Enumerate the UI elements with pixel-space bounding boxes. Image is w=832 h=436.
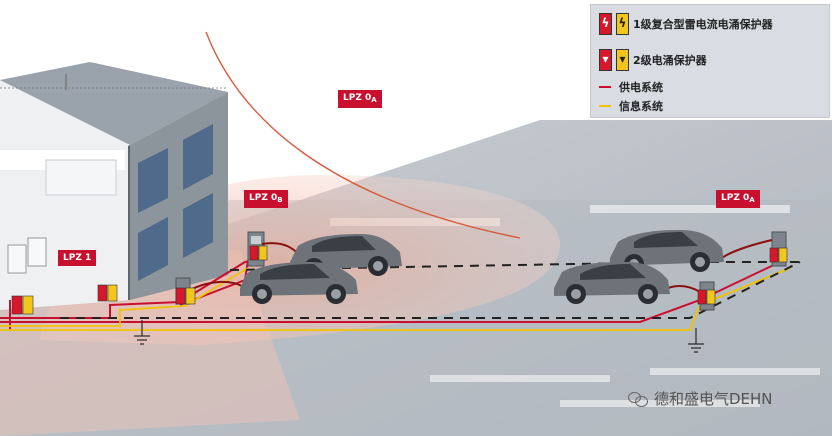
lpz-0a-label-top: LPZ 0A: [338, 90, 382, 108]
lpz-sub: B: [277, 196, 283, 204]
earth-symbol: [134, 320, 150, 345]
lpz-0b-label: LPZ 0B: [244, 190, 288, 208]
lightning-spd-icon: ϟ: [616, 13, 629, 35]
spd-pair: [249, 245, 268, 261]
legend-item-type2-spd: ▾ ▾ 2级电涌保护器: [599, 49, 707, 71]
lpz-0a-label-right: LPZ 0A: [716, 190, 760, 208]
spd-pair: [175, 287, 196, 305]
building: [0, 62, 228, 310]
legend-label: 供电系统: [619, 81, 663, 94]
earth-symbol: [688, 328, 704, 353]
overhead-wire: [205, 31, 521, 239]
legend-item-info: 信息系统: [599, 98, 663, 114]
watermark-text: 德和盛电气DEHN: [654, 390, 773, 408]
lpz-name: LPZ 0: [249, 193, 278, 203]
lpz-name: LPZ 0: [343, 93, 372, 103]
legend-item-power: 供电系统: [599, 79, 663, 95]
legend: ϟ ϟ 1级复合型雷电流电涌保护器 ▾ ▾ 2级电涌保护器 供电系统 信息系统: [590, 4, 830, 118]
info-line-icon: [599, 105, 611, 107]
legend-label: 1级复合型雷电流电涌保护器: [633, 18, 773, 31]
bonding-lines: [60, 261, 801, 319]
lpz-sub: A: [371, 96, 377, 104]
lpz-name: LPZ 0: [721, 193, 750, 203]
lpz-1-label: LPZ 1: [58, 250, 97, 266]
wechat-icon: [628, 391, 648, 407]
car: [554, 262, 670, 304]
spd-pair: [769, 247, 788, 263]
legend-label: 信息系统: [619, 100, 663, 113]
lpz-sub: A: [749, 196, 755, 204]
watermark: 德和盛电气DEHN: [628, 388, 773, 409]
legend-item-type1-spd: ϟ ϟ 1级复合型雷电流电涌保护器: [599, 13, 773, 35]
info-lines: [0, 267, 791, 331]
spd-pair: [697, 289, 716, 305]
car: [240, 262, 358, 304]
spd-pair: [11, 295, 34, 315]
legend-label: 2级电涌保护器: [633, 54, 707, 67]
lightning-spd-icon: ϟ: [599, 13, 612, 35]
arrow-spd-icon: ▾: [616, 49, 629, 71]
spd-pair: [97, 284, 118, 302]
arrow-spd-icon: ▾: [599, 49, 612, 71]
lpz-name: LPZ 1: [63, 253, 92, 263]
power-line-icon: [599, 86, 611, 88]
